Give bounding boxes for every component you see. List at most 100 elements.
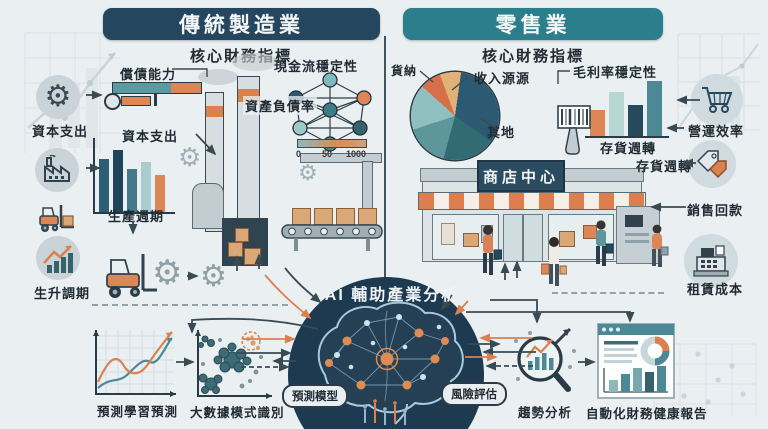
- kiosk-screen: [625, 215, 643, 227]
- capex-icon-label: 資本支出: [32, 124, 89, 139]
- right-title-text: 零售業: [495, 14, 571, 37]
- margin-bar: [647, 81, 662, 136]
- gear-icon: ⚙: [36, 75, 80, 119]
- pie-label-a: 貨納: [391, 64, 418, 78]
- store-door: [503, 214, 543, 262]
- gauge-tick: [154, 93, 157, 106]
- gauge-roller: [104, 93, 121, 110]
- person-shopper: [596, 220, 614, 266]
- conveyor-belt: [281, 224, 383, 251]
- gauge-small-bar: [121, 96, 151, 106]
- report-window-icon: [597, 323, 675, 399]
- person-shopper: [652, 224, 669, 267]
- window-item: [463, 233, 479, 247]
- storage-doorway: [222, 218, 268, 266]
- growth-chart-icon: [36, 236, 80, 280]
- factory-gear-icon: ⚙: [178, 143, 202, 173]
- smokestack-band: [206, 106, 223, 117]
- left-dashed-line: [92, 304, 288, 306]
- trend-magnifier-icon: [514, 327, 576, 392]
- ai-brain-network: [317, 301, 464, 425]
- store-sign-text: 商店中心: [482, 168, 559, 186]
- cart-icon-circle: [691, 74, 743, 126]
- forklift-large-icon: [106, 254, 157, 298]
- factory-icon: [35, 148, 79, 192]
- smoke-puff: [232, 53, 278, 71]
- factory-pipe: [300, 153, 382, 163]
- margin-bar: [609, 92, 624, 136]
- rising-cycle-label: 生升調期: [34, 286, 91, 301]
- scale-mid: 50: [322, 149, 333, 159]
- person-shopper: [483, 225, 502, 275]
- panel-divider: [384, 36, 386, 302]
- storage-box: [235, 228, 249, 242]
- margin-bar: [628, 105, 643, 136]
- price-tags-circle: [688, 140, 736, 188]
- cart-icon: [702, 87, 733, 113]
- cash-register-circle: [684, 234, 738, 288]
- network-scale-bar: [297, 139, 367, 148]
- window-item: [559, 231, 575, 247]
- left-panel-title: 傳統製造業: [103, 8, 380, 40]
- margin-bar-chart: [585, 78, 669, 138]
- forecast-label: 預測學習預測: [97, 405, 179, 419]
- smoke-puff: [198, 69, 238, 85]
- factory-scene: ⚙ ⚙: [170, 45, 385, 270]
- factory-gear-icon: ⚙: [298, 161, 318, 186]
- cash-flow-label: 現金流穩定性: [274, 59, 359, 74]
- factory-glyph-icon: [44, 155, 70, 182]
- gauge-bar-track: [112, 82, 202, 94]
- trend-label: 趨勢分析: [518, 406, 573, 420]
- inventory-turnover-chart-label: 存貨週轉: [600, 141, 657, 156]
- paired-gear-icon: ⚙: [200, 259, 227, 294]
- asset-liability-label: 資產負債率: [243, 96, 318, 115]
- right-subtitle: 核心財務指標: [481, 48, 584, 65]
- margin-bar: [590, 110, 605, 136]
- capex-bar: [99, 159, 109, 212]
- forecast-line-chart: [93, 330, 176, 397]
- production-cycle-label: 生產週期: [108, 209, 165, 224]
- gross-margin-label: 毛利率穩定性: [573, 65, 658, 80]
- right-dashed-line: [552, 292, 664, 294]
- capex-bar-chart: [93, 138, 175, 214]
- capex-bar: [155, 175, 165, 212]
- kiosk-slot: [625, 240, 649, 243]
- left-title-text: 傳統製造業: [179, 14, 304, 37]
- sales-collection-label: 銷售回款: [687, 203, 744, 218]
- inventory-turnover-tag-label: 存貨週轉: [636, 159, 693, 174]
- capex-bar: [141, 162, 151, 212]
- capex-chart-label: 資本支出: [122, 129, 179, 144]
- forklift-icon: [39, 205, 74, 232]
- report-label: 自動化財務健康報告: [586, 407, 708, 421]
- gear-glyph-icon: ⚙: [44, 79, 72, 114]
- right-panel-title: 零售業: [403, 8, 663, 40]
- bigdata-cluster-chart: [195, 330, 272, 399]
- cash-register-icon: [693, 245, 729, 277]
- bigdata-label: 大數據模式識別: [190, 406, 285, 420]
- prediction-model-pill: 預測模型: [282, 384, 348, 408]
- person-shopper: [541, 237, 567, 286]
- storage-box: [244, 248, 261, 265]
- store-awning: [418, 192, 646, 210]
- debt-gauge: [104, 80, 204, 112]
- pie-label-b: 收入源源: [474, 71, 531, 86]
- debt-ability-label: 償債能力: [120, 67, 177, 82]
- factory-tank: [192, 183, 224, 229]
- store-sign: 商店中心: [477, 160, 565, 192]
- scale-min: 0: [296, 149, 302, 159]
- paired-gear-icon: ⚙: [152, 253, 183, 293]
- operational-efficiency-label: 營運效率: [688, 124, 745, 139]
- window-item: [441, 223, 455, 245]
- price-tags-icon: [696, 150, 727, 179]
- capex-bar: [113, 150, 123, 212]
- growth-glyph-icon: [43, 245, 73, 273]
- scale-max: 1000: [346, 149, 367, 159]
- gauge-bar-fill: [171, 83, 201, 93]
- rental-cost-label: 租賃成本: [687, 282, 744, 297]
- capex-bar: [127, 169, 137, 212]
- door-split: [522, 215, 524, 261]
- kiosk-slot: [625, 233, 649, 236]
- storage-box: [228, 242, 243, 257]
- storefront: 商店中心: [418, 160, 646, 262]
